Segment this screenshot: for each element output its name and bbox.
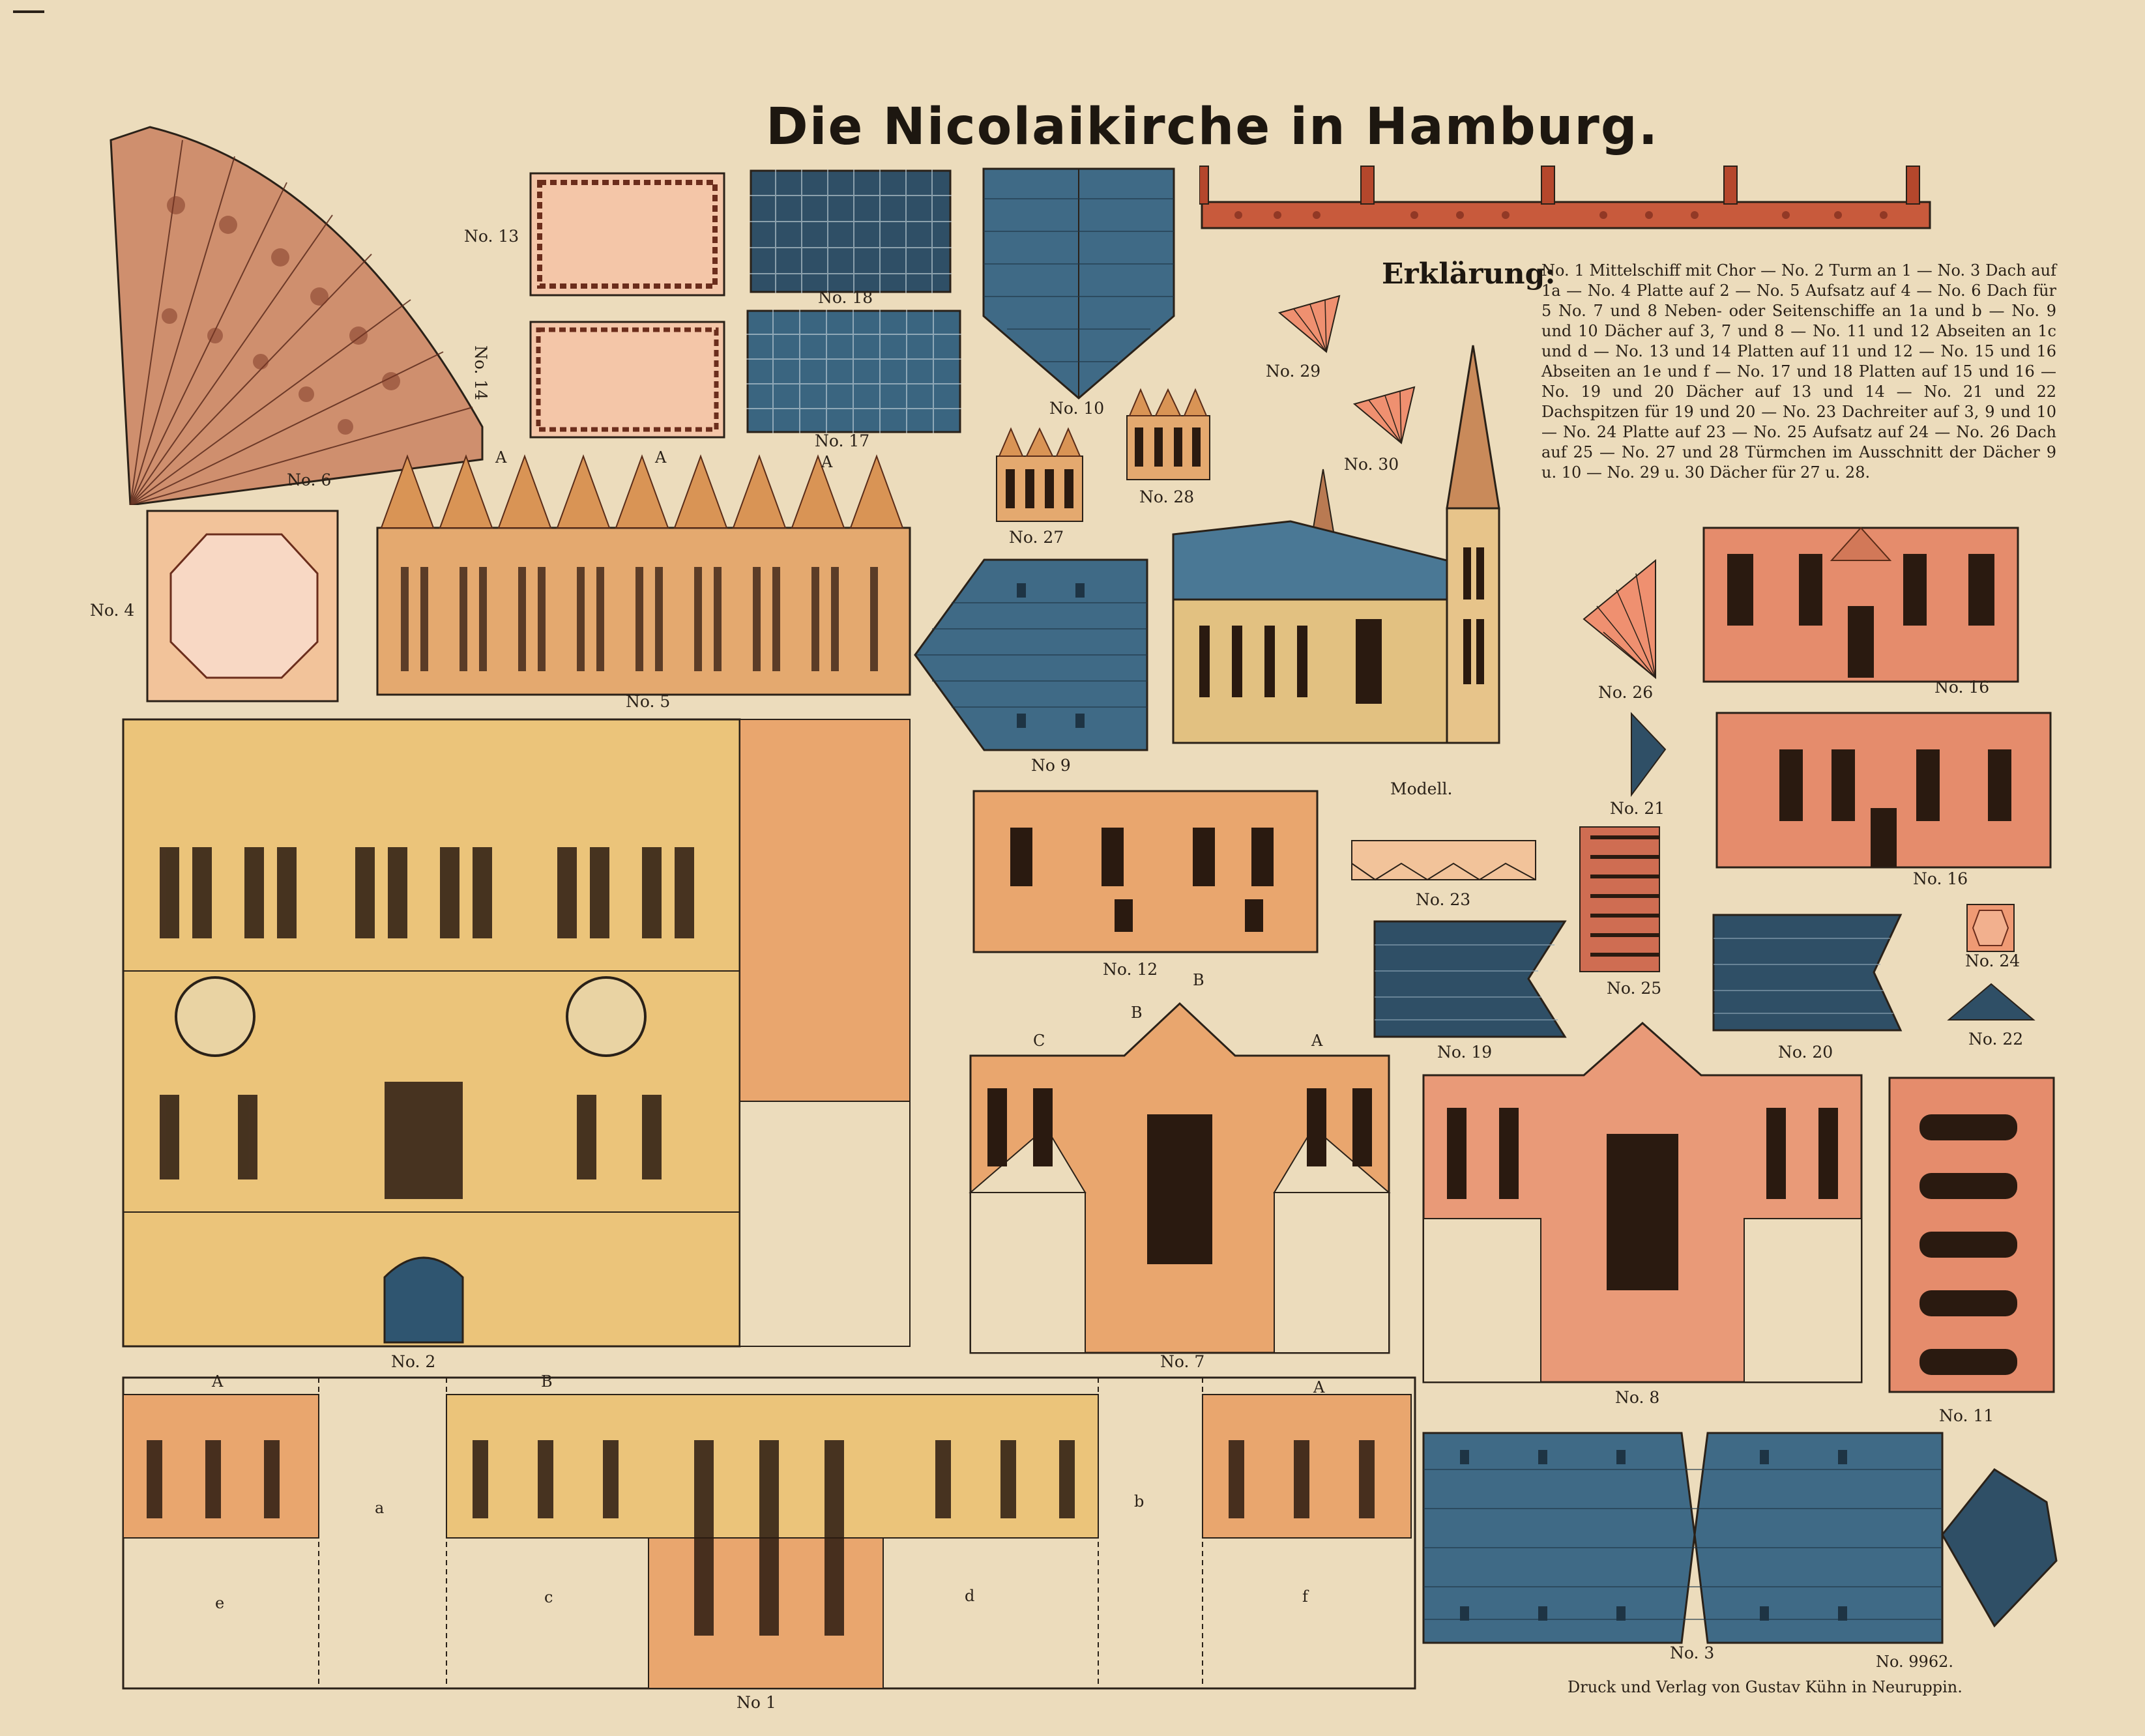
label-no7: No. 7 (1160, 1352, 1205, 1371)
frieze-strip (1199, 153, 1933, 241)
piece-no20-roof (1711, 912, 1903, 1033)
label-no2: No. 2 (391, 1352, 436, 1371)
label-no25: No. 25 (1607, 979, 1662, 998)
piece-no16-upper (1701, 515, 2021, 684)
label-no18: No. 18 (818, 288, 873, 307)
piece-no3-roof (1421, 1430, 2060, 1645)
piece-no7-side-aisle (968, 984, 1392, 1355)
piece-no24-plate (1965, 903, 2016, 953)
legend-heading: Erklärung: (1382, 257, 1556, 291)
label-no16-lower: No. 16 (1913, 869, 1968, 888)
letter-c: c (544, 1588, 553, 1606)
label-no26: No. 26 (1598, 683, 1654, 702)
label-no16-upper: No. 16 (1934, 678, 1990, 697)
letter-A-no1: A (212, 1372, 224, 1391)
letter-A-no5c: A (821, 453, 833, 471)
label-no13: No. 13 (464, 227, 519, 246)
piece-no23-ridge-turret (1349, 828, 1538, 886)
piece-no13-plate (528, 171, 727, 298)
letter-B-no7b: B (1193, 971, 1204, 989)
piece-no18-plate (750, 169, 952, 293)
piece-no4-plate (145, 508, 340, 704)
piece-no21-roof-tip (1626, 710, 1669, 798)
label-no5: No. 5 (626, 692, 671, 711)
piece-no1-nave (121, 1375, 1418, 1691)
piece-no6-fan-roof (98, 121, 502, 505)
sheet-number: No. 9962. (1876, 1653, 1953, 1671)
letter-b: b (1134, 1492, 1145, 1511)
piece-no9-roof (912, 557, 1150, 753)
label-no10: No. 10 (1049, 399, 1105, 418)
label-no19: No. 19 (1437, 1043, 1493, 1062)
piece-no2-tower (121, 717, 912, 1349)
label-no20: No. 20 (1778, 1043, 1833, 1062)
piece-no17-plate (746, 310, 961, 433)
label-no27: No. 27 (1009, 528, 1064, 547)
piece-no25-attic (1577, 824, 1662, 974)
piece-no30-roof (1349, 384, 1421, 446)
piece-no22-roof-tip (1946, 981, 2037, 1023)
letter-e: e (215, 1594, 225, 1612)
label-no12: No. 12 (1103, 960, 1158, 979)
label-no21: No. 21 (1610, 799, 1665, 818)
letter-A-no1b: A (1313, 1378, 1325, 1396)
piece-no16-lower (1714, 710, 2053, 870)
piece-no8-side-aisle (1421, 1004, 1864, 1385)
letter-f: f (1302, 1587, 1308, 1606)
piece-no5-attic (375, 450, 912, 697)
letter-d: d (965, 1587, 975, 1605)
letter-A-no5a: A (495, 448, 507, 467)
letter-a: a (375, 1499, 385, 1517)
piece-no11-aisle (1887, 1075, 2056, 1395)
letter-A-no7: A (1311, 1032, 1323, 1050)
model-illustration (1160, 339, 1551, 756)
label-no24: No. 24 (1965, 951, 2021, 970)
piece-no28-turret (1124, 384, 1212, 482)
label-no28: No. 28 (1139, 487, 1195, 506)
label-no30: No. 30 (1344, 455, 1399, 474)
piece-no27-turret (994, 424, 1085, 525)
label-no23: No. 23 (1416, 890, 1471, 909)
label-no8: No. 8 (1615, 1388, 1660, 1407)
page-title: Die Nicolaikirche in Hamburg. (766, 98, 1659, 156)
letter-B-no7a: B (1131, 1004, 1143, 1022)
letter-C-no7: C (1033, 1032, 1045, 1050)
label-no3: No. 3 (1670, 1643, 1715, 1662)
label-no1: No 1 (737, 1693, 776, 1712)
legend-text: No. 1 Mittelschiff mit Chor — No. 2 Turm… (1541, 261, 2056, 482)
letter-A-no5b: A (655, 448, 667, 467)
piece-no10-roof (981, 166, 1176, 401)
label-no29: No. 29 (1266, 362, 1321, 381)
piece-no14-plate (528, 319, 727, 440)
piece-no19-roof (1372, 919, 1568, 1039)
letter-B-no1: B (541, 1372, 553, 1391)
piece-no29-roof (1274, 293, 1346, 355)
label-no22: No. 22 (1968, 1030, 2024, 1049)
label-no9: No 9 (1031, 756, 1071, 775)
publisher-imprint: Druck und Verlag von Gustav Kühn in Neur… (1568, 1678, 1963, 1696)
label-no11: No. 11 (1939, 1406, 1994, 1425)
label-no17: No. 17 (815, 431, 870, 450)
label-no4: No. 4 (90, 601, 135, 620)
corner-mark (13, 10, 44, 13)
piece-no12-aisle (971, 788, 1320, 955)
model-caption: Modell. (1390, 779, 1453, 798)
piece-no26-roof (1577, 554, 1662, 684)
label-no6: No. 6 (287, 470, 332, 489)
label-no14: No. 14 (471, 345, 490, 401)
